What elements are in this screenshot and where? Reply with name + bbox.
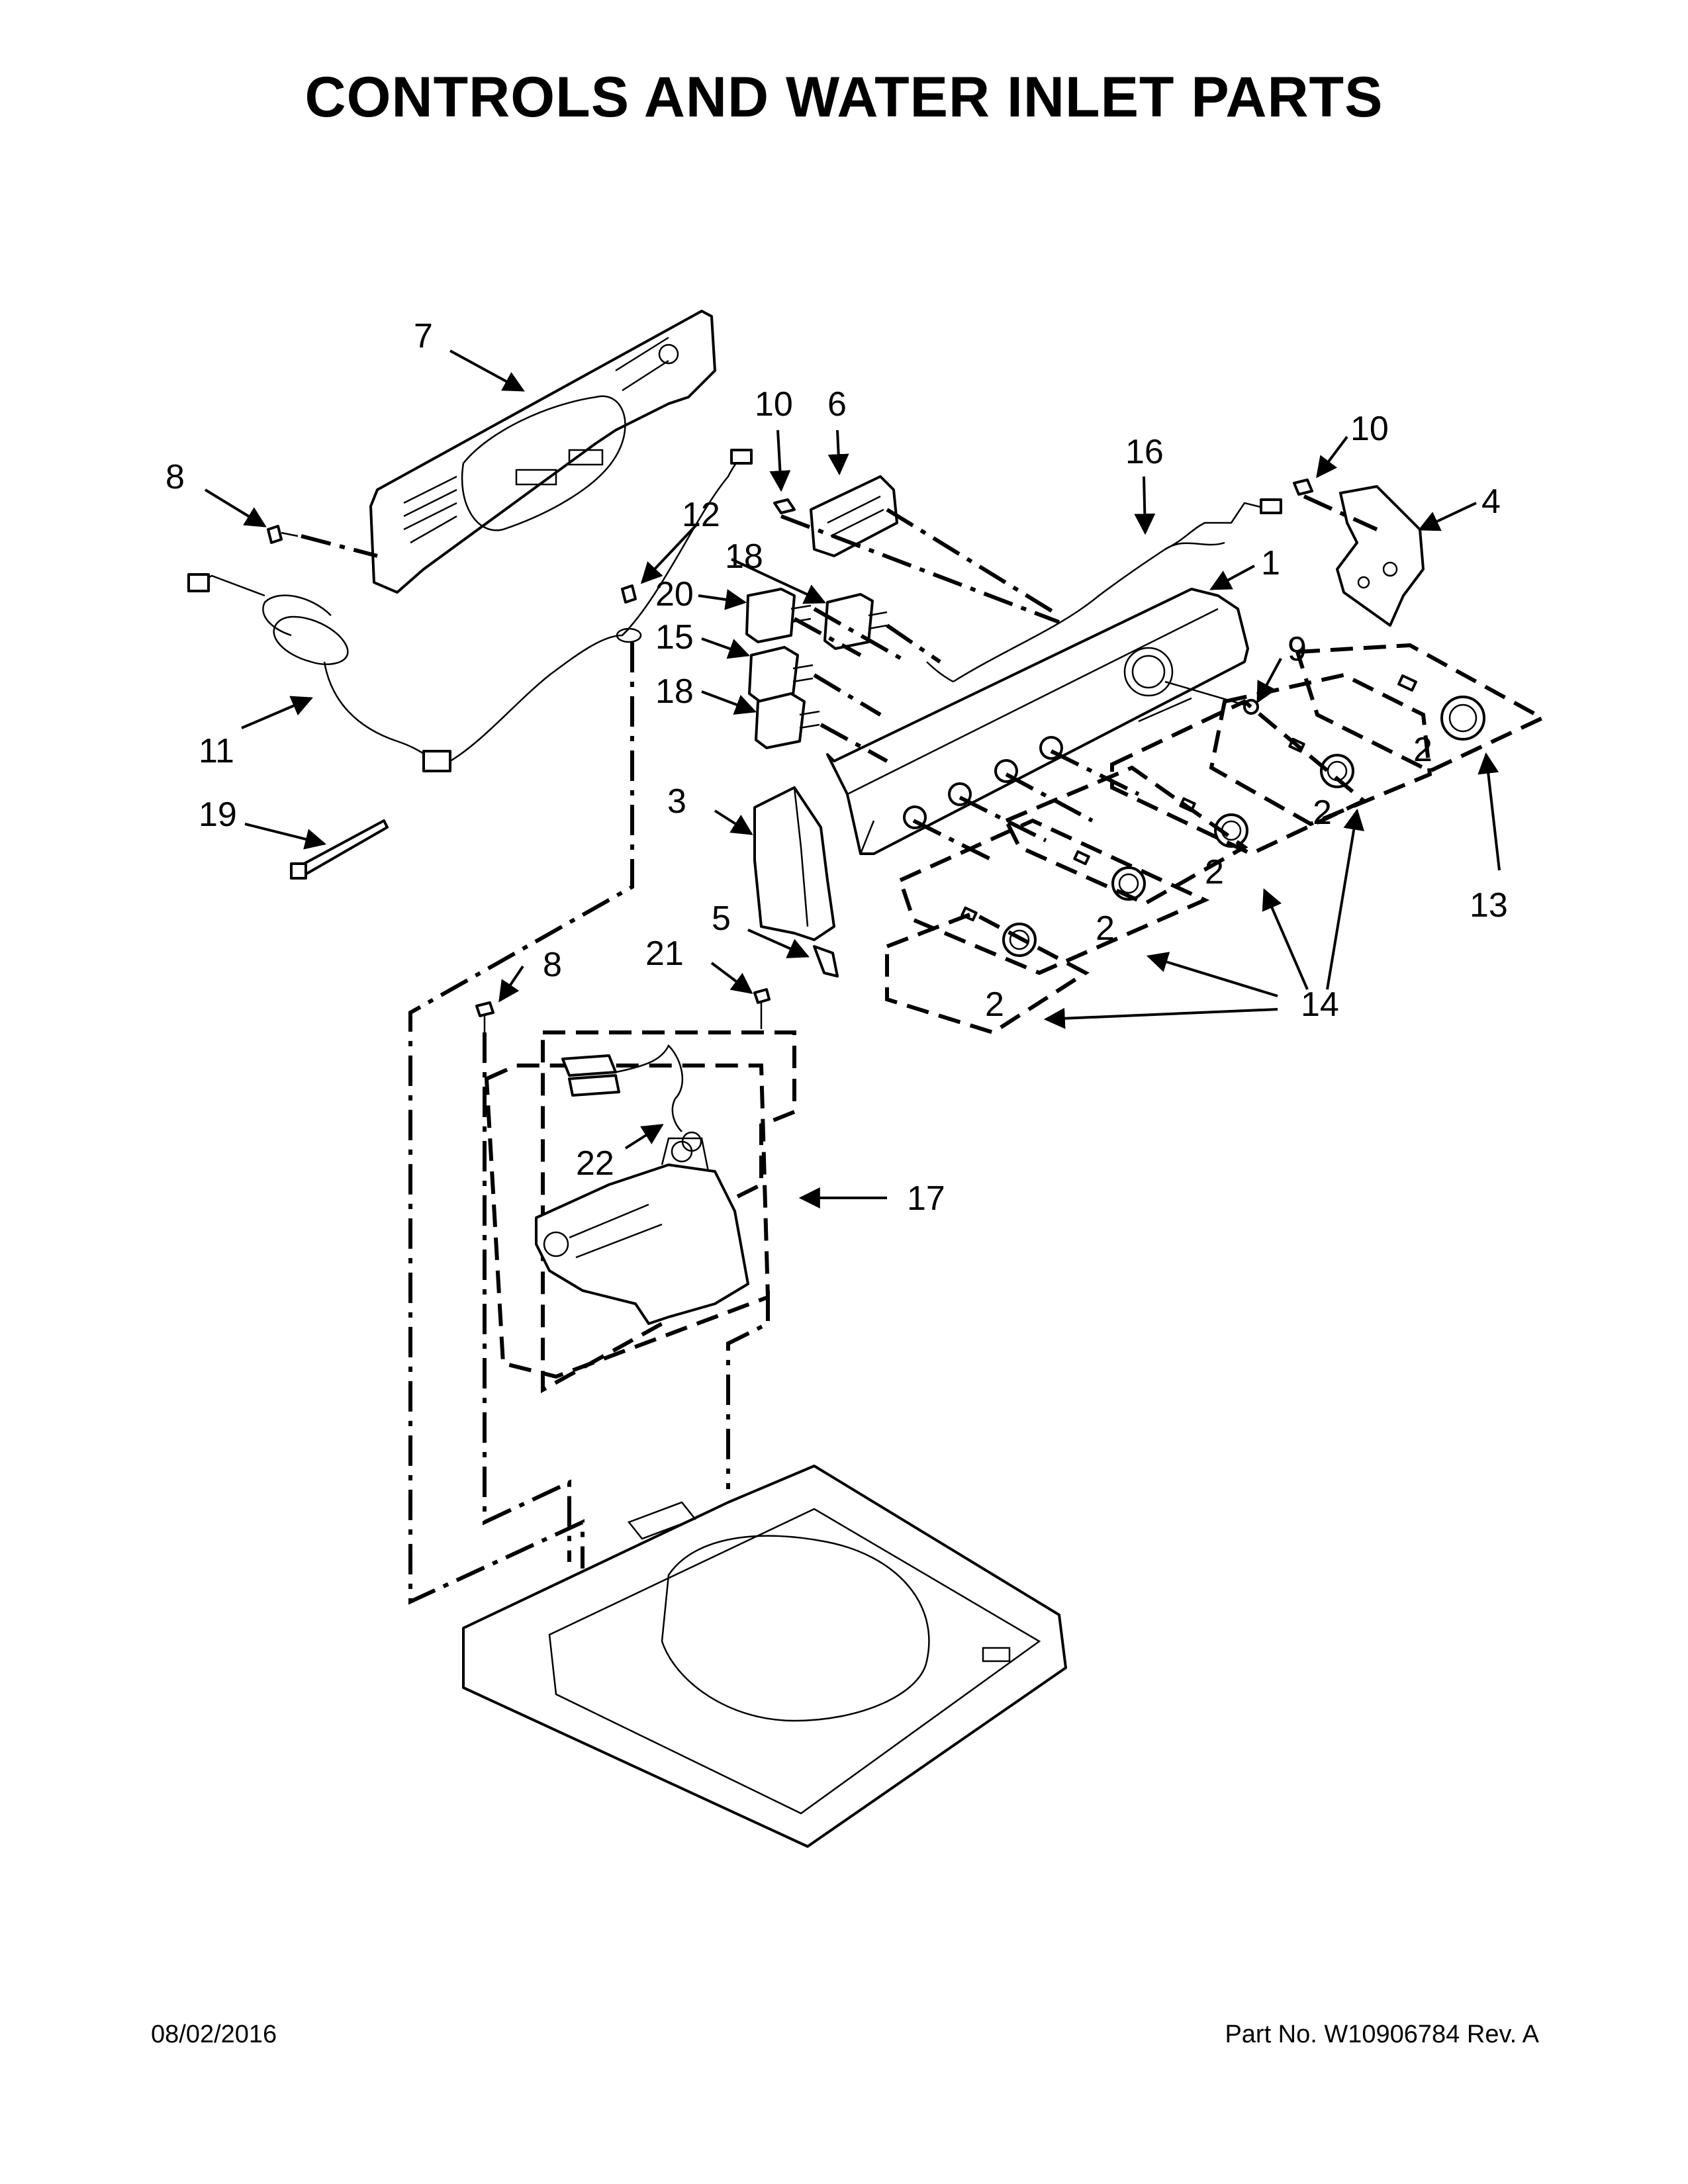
callout-13: 13	[1470, 886, 1508, 925]
part-21-screw	[753, 988, 771, 1029]
callout-2-c: 2	[1205, 853, 1224, 891]
footer-date: 08/02/2016	[151, 2021, 277, 2048]
callout-labels: 7 8 10 6 16 10 4 12 18 1 20 15 9 18 11 2…	[165, 317, 1508, 1218]
part-12-screw	[616, 584, 642, 643]
callout-2-e: 2	[985, 985, 1004, 1024]
part-10-screw-left	[773, 498, 796, 514]
part-15-switch	[748, 646, 814, 703]
part-16-wire-harness	[926, 498, 1282, 683]
assembly-lines	[301, 494, 1378, 1605]
callout-6: 6	[827, 385, 847, 424]
part-8-screw-upper	[267, 525, 299, 544]
callout-7: 7	[414, 317, 433, 355]
callout-14: 14	[1301, 985, 1339, 1024]
callout-4: 4	[1481, 482, 1501, 521]
callout-18-lower: 18	[655, 672, 694, 711]
part-2-knob-d	[961, 906, 1037, 957]
callout-21: 21	[645, 934, 684, 973]
callout-5: 5	[712, 899, 731, 938]
part-22-wire-harness	[561, 1044, 702, 1152]
callout-8-upper: 8	[165, 458, 185, 496]
callout-2-d: 2	[1096, 909, 1115, 948]
callout-15: 15	[655, 618, 694, 657]
part-2-knob-c	[1073, 850, 1146, 901]
callout-9: 9	[1288, 630, 1307, 668]
callout-10-left: 10	[755, 385, 793, 424]
part-20-switch	[745, 588, 812, 643]
part-4-end-bracket	[1336, 485, 1425, 627]
part-2-knob-b	[1179, 797, 1248, 848]
callout-2-a: 2	[1413, 731, 1432, 769]
part-5-clip	[813, 945, 839, 978]
leader-arrows	[204, 349, 1501, 1208]
callout-22: 22	[576, 1144, 614, 1183]
callout-3: 3	[667, 782, 686, 821]
part-19-cable-tie	[290, 819, 389, 880]
callout-17: 17	[907, 1179, 945, 1218]
callout-16: 16	[1125, 433, 1164, 471]
part-7-console-rear-panel	[369, 310, 716, 594]
washer-top-panel	[462, 1465, 1067, 1848]
callout-11: 11	[199, 732, 234, 770]
page-title: CONTROLS AND WATER INLET PARTS	[305, 66, 1383, 129]
callout-10-right: 10	[1350, 410, 1389, 448]
callout-8-lower: 8	[543, 946, 562, 984]
footer-part-number: Part No. W10906784 Rev. A	[1225, 2021, 1539, 2048]
callout-20: 20	[655, 575, 694, 614]
part-10-screw-right	[1293, 478, 1313, 496]
part-13-knob	[1397, 674, 1485, 741]
callout-12: 12	[682, 496, 720, 534]
callout-19: 19	[199, 796, 237, 834]
callout-2-b: 2	[1313, 794, 1332, 832]
part-17-water-inlet-assembly	[484, 1030, 796, 1394]
part-11-power-cord	[187, 449, 753, 772]
part-18-switch-lower	[755, 692, 820, 749]
callout-1: 1	[1261, 544, 1280, 582]
part-3-cover	[753, 786, 835, 941]
callout-18-upper: 18	[725, 537, 763, 576]
part-14-dashed-groups	[885, 643, 1547, 1035]
